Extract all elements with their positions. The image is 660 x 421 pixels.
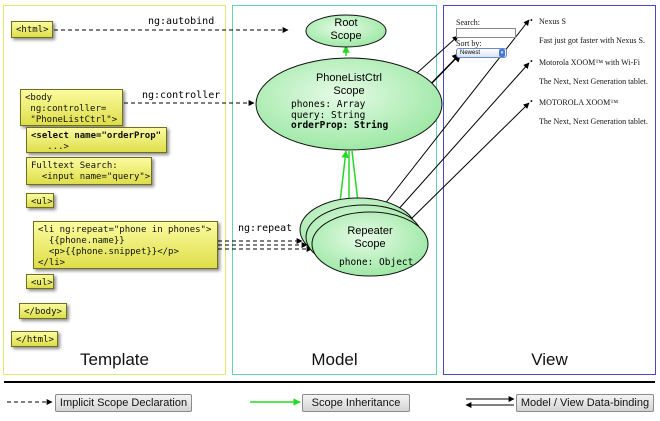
- model-panel: Model: [232, 5, 437, 375]
- view-search-input[interactable]: [456, 28, 516, 38]
- ctrl-scope-props: phones: Array query: String orderProp: S…: [291, 99, 389, 132]
- repeat-label: ng:repeat: [238, 223, 293, 234]
- select-orderprop-line2: ...>: [31, 142, 69, 152]
- legend-implicit-scope: Implicit Scope Declaration: [55, 394, 192, 412]
- view-item-1-snippet: Fast just got faster with Nexus S.: [539, 36, 645, 45]
- ul-close-tag: <ul>: [26, 274, 54, 289]
- ctrl-prop-query: query: String: [291, 109, 366, 121]
- body-close-tag: </body>: [19, 303, 67, 319]
- view-item-2-name: Motorola XOOM™ with Wi-Fi: [539, 58, 640, 67]
- ctrl-scope-line1: PhoneListCtrl: [315, 72, 383, 84]
- view-sort-select[interactable]: Newest ▾: [456, 48, 507, 58]
- view-sort-label: Sort by:: [456, 39, 482, 48]
- ctrl-scope-line2: Scope: [333, 85, 365, 97]
- html-close-tag: </html>: [11, 331, 58, 347]
- model-panel-label: Model: [311, 350, 358, 369]
- bullet-icon: •: [530, 16, 533, 25]
- ctrl-scope-text: PhoneListCtrl Scope: [286, 72, 412, 98]
- legend-scope-inheritance: Scope Inheritance: [302, 394, 410, 412]
- view-search-label: Search:: [456, 18, 480, 27]
- view-item-1-name: Nexus S: [539, 17, 566, 26]
- autobind-label: ng:autobind: [148, 16, 215, 27]
- repeater-scope-text: Repeater Scope: [330, 225, 410, 251]
- body-controller-tag: <body ng:controller= "PhoneListCtrl">: [20, 89, 123, 126]
- repeater-scope-line2: Scope: [354, 238, 386, 250]
- legend-data-binding: Model / View Data-binding: [516, 394, 654, 412]
- view-panel-label: View: [531, 350, 568, 369]
- repeater-scope-prop: phone: Object: [339, 257, 414, 268]
- repeater-scope-line1: Repeater: [347, 225, 393, 237]
- template-panel: Template: [3, 5, 226, 375]
- root-scope-text: Root Scope: [306, 17, 386, 43]
- ctrl-prop-phones: phones: Array: [291, 99, 366, 110]
- chevron-down-icon: ▾: [499, 49, 505, 57]
- li-repeat-tag: <li ng:repeat="phone in phones"> {{phone…: [33, 221, 218, 269]
- ul-open-tag: <ul>: [26, 193, 54, 208]
- view-item-2-snippet: The Next, Next Generation tablet.: [539, 77, 648, 86]
- view-item-3-name: MOTOROLA XOOM™: [539, 98, 619, 107]
- template-panel-label: Template: [80, 350, 149, 369]
- root-scope-line2: Scope: [330, 30, 362, 42]
- root-scope-line1: Root: [334, 17, 358, 29]
- select-orderprop-tag: <select name="orderProp" ...>: [26, 127, 167, 153]
- bullet-icon: •: [530, 57, 533, 66]
- bullet-icon: •: [530, 97, 533, 106]
- ctrl-prop-orderprop: orderProp: String: [291, 120, 389, 131]
- controller-label: ng:controller: [142, 90, 221, 101]
- search-input-tag: Fulltext Search: <input name="query">: [26, 157, 152, 185]
- select-orderprop-line1: <select name="orderProp": [31, 131, 162, 141]
- view-sort-value: Newest: [460, 50, 481, 56]
- view-item-3-snippet: The Next, Next Generation tablet.: [539, 117, 648, 126]
- html-open-tag: <html>: [11, 21, 53, 38]
